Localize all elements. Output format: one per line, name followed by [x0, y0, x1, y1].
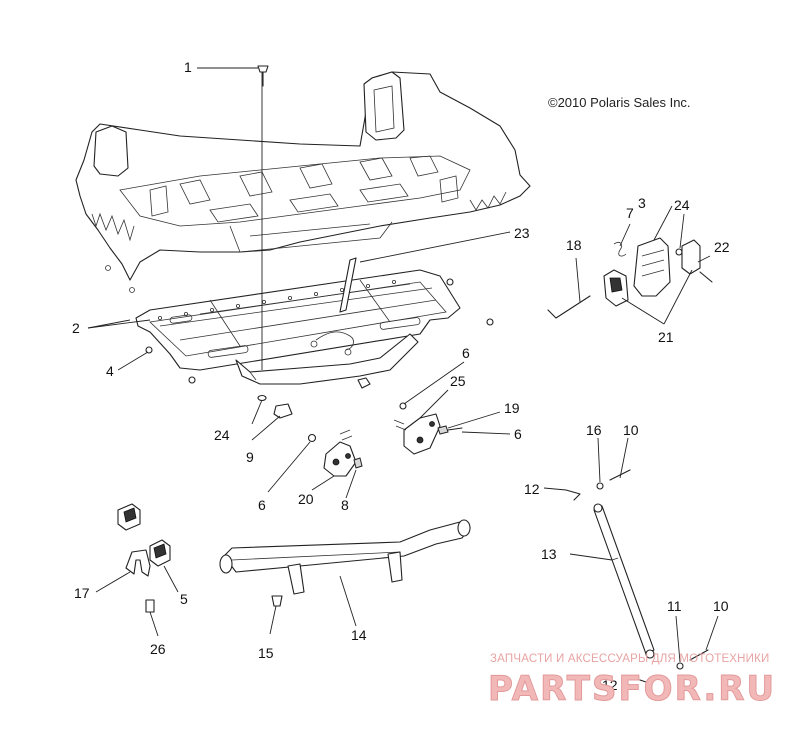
callout-25: 25 — [450, 373, 466, 389]
callout-3: 3 — [638, 195, 646, 211]
callout-2: 2 — [72, 320, 80, 336]
callout-8: 8 — [341, 497, 349, 513]
callout-4: 4 — [106, 363, 114, 379]
callout-12a: 12 — [524, 481, 540, 497]
callout-19: 19 — [504, 400, 520, 416]
fasteners — [145, 278, 494, 443]
callout-16: 16 — [586, 422, 602, 438]
bolt-15 — [271, 595, 283, 607]
callout-7: 7 — [626, 205, 634, 221]
callout-labels: 1 2 3 4 5 6 6 6 7 8 9 10 10 11 12 12 13 … — [72, 59, 730, 693]
callout-26: 26 — [150, 641, 166, 657]
watermark-brand: PARTSFOR.RU — [488, 669, 776, 709]
callout-14: 14 — [351, 627, 367, 643]
watermark-tagline: ЗАПЧАСТИ И АКСЕССУАРЫ ДЛЯ МОТОТЕХНИКИ — [490, 653, 770, 665]
callout-20: 20 — [298, 491, 314, 507]
callout-18: 18 — [566, 237, 582, 253]
latch-parts-right — [547, 237, 713, 319]
callout-10a: 10 — [623, 422, 639, 438]
callout-13: 13 — [541, 546, 557, 562]
watermark: ЗАПЧАСТИ И АКСЕССУАРЫ ДЛЯ МОТОТЕХНИКИ PA… — [488, 653, 776, 710]
callout-5: 5 — [180, 591, 188, 607]
callout-17: 17 — [74, 585, 90, 601]
copyright-text: ©2010 Polaris Sales Inc. — [548, 95, 691, 110]
callout-15: 15 — [258, 645, 274, 661]
crossbar-14 — [219, 519, 471, 595]
callout-24a: 24 — [214, 427, 230, 443]
callout-1: 1 — [184, 59, 192, 75]
callout-6a: 6 — [462, 345, 470, 361]
gas-strut-13 — [565, 469, 709, 691]
callout-6b: 6 — [514, 426, 522, 442]
cargo-box-illustration — [75, 71, 531, 293]
leader-lines — [87, 67, 719, 663]
callout-22: 22 — [714, 239, 730, 255]
callout-24b: 24 — [674, 197, 690, 213]
callout-9: 9 — [246, 449, 254, 465]
callout-6c: 6 — [258, 497, 266, 513]
bolt-1 — [257, 65, 269, 87]
callout-11: 11 — [667, 598, 682, 614]
callout-21: 21 — [658, 329, 674, 345]
callout-23: 23 — [514, 225, 530, 241]
latch-25-19 — [393, 413, 463, 455]
lower-left-parts — [117, 503, 171, 613]
latch-20 — [323, 429, 363, 477]
callout-12b: 12 — [602, 677, 618, 693]
callout-10b: 10 — [713, 598, 729, 614]
cargo-subframe — [135, 257, 461, 389]
